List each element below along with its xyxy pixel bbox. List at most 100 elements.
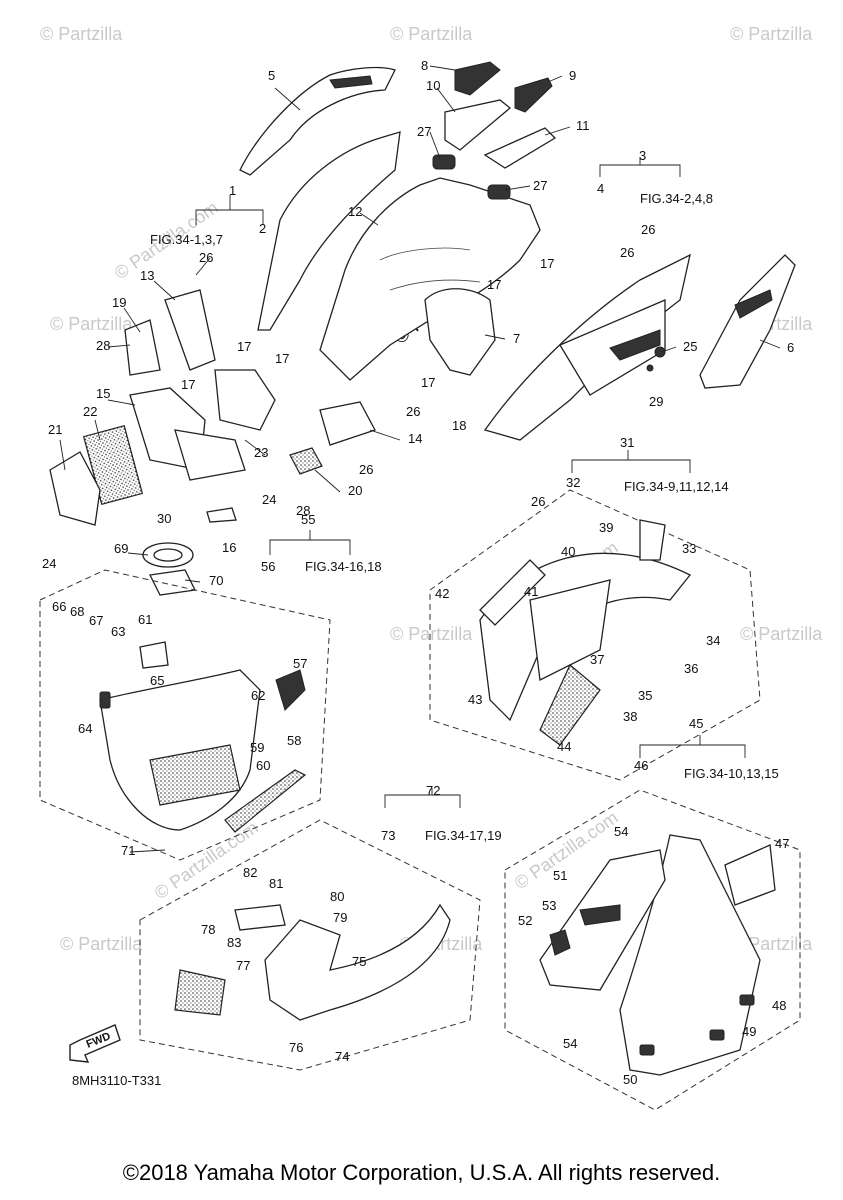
callout-50: 50 [623, 1072, 637, 1087]
callout-34: 34 [706, 633, 720, 648]
leader-lines [59, 65, 781, 853]
callout-71: 71 [121, 843, 135, 858]
callout-76: 76 [289, 1040, 303, 1055]
leader-line [544, 126, 571, 136]
callout-16: 16 [222, 540, 236, 555]
fig-ref: FIG.34-2,4,8 [640, 191, 713, 206]
callout-78: 78 [201, 922, 215, 937]
callout-31: 31 [620, 435, 634, 450]
callout-75: 75 [352, 954, 366, 969]
callout-65: 65 [150, 673, 164, 688]
callout-17: 17 [540, 256, 554, 271]
leader-line [504, 185, 531, 191]
fwd-arrow-icon: FWD [69, 1024, 121, 1063]
callout-numbers: 1234567891011121314151617181920212223242… [42, 58, 794, 1087]
watermark: © Partzilla [390, 624, 473, 644]
callout-17: 17 [237, 339, 251, 354]
upper-cowling-parts [49, 61, 796, 596]
callout-54: 54 [614, 824, 628, 839]
callout-68: 68 [70, 604, 84, 619]
callout-1: 1 [229, 183, 236, 198]
callout-24: 24 [42, 556, 56, 571]
figure-references: FIG.34-1,3,7 FIG.34-2,4,8 FIG.34-9,11,12… [150, 191, 779, 843]
callout-81: 81 [269, 876, 283, 891]
callout-66: 66 [52, 599, 66, 614]
callout-6: 6 [787, 340, 794, 355]
callout-45: 45 [689, 716, 703, 731]
leader-line [195, 257, 211, 276]
callout-28: 28 [96, 338, 110, 353]
leader-line [274, 87, 301, 111]
callout-41: 41 [524, 584, 538, 599]
leader-line [369, 429, 401, 441]
callout-26: 26 [641, 222, 655, 237]
callout-52: 52 [518, 913, 532, 928]
callout-15: 15 [96, 386, 110, 401]
callout-32: 32 [566, 475, 580, 490]
callout-59: 59 [250, 740, 264, 755]
callout-67: 67 [89, 613, 103, 628]
leader-line [359, 212, 379, 226]
callout-43: 43 [468, 692, 482, 707]
callout-9: 9 [569, 68, 576, 83]
callout-83: 83 [227, 935, 241, 950]
callout-33: 33 [682, 541, 696, 556]
callout-17: 17 [181, 377, 195, 392]
callout-55: 55 [301, 512, 315, 527]
callout-69: 69 [114, 541, 128, 556]
leader-line [153, 280, 176, 301]
callout-28: 28 [296, 503, 310, 518]
callout-5: 5 [268, 68, 275, 83]
watermark: © Partzilla [50, 314, 133, 334]
callout-25: 25 [683, 339, 697, 354]
diagram-code: 8MH3110-T331 [72, 1073, 162, 1088]
callout-30: 30 [157, 511, 171, 526]
callout-37: 37 [590, 652, 604, 667]
callout-38: 38 [623, 709, 637, 724]
callout-48: 48 [772, 998, 786, 1013]
callout-72: 72 [426, 783, 440, 798]
callout-73: 73 [381, 828, 395, 843]
fig-ref: FIG.34-1,3,7 [150, 232, 223, 247]
fig-ref: FIG.34-17,19 [425, 828, 502, 843]
callout-40: 40 [561, 544, 575, 559]
callout-39: 39 [599, 520, 613, 535]
callout-27: 27 [417, 124, 431, 139]
lower-cowling-parts [99, 519, 776, 1076]
leader-line [661, 346, 677, 353]
callout-17: 17 [487, 277, 501, 292]
watermark: © Partzilla [730, 24, 813, 44]
leader-line [94, 419, 101, 441]
callout-26: 26 [359, 462, 373, 477]
leader-line [184, 579, 201, 583]
callout-2: 2 [259, 221, 266, 236]
callout-46: 46 [634, 758, 648, 773]
assembly-boxes [39, 489, 801, 1111]
watermark: © Partzilla.com [151, 817, 262, 903]
callout-20: 20 [348, 483, 362, 498]
callout-18: 18 [452, 418, 466, 433]
leader-line [107, 344, 131, 348]
callout-58: 58 [287, 733, 301, 748]
leader-line [759, 339, 781, 349]
callout-70: 70 [209, 573, 223, 588]
callout-26: 26 [406, 404, 420, 419]
leader-line [244, 439, 266, 456]
callout-8: 8 [421, 58, 428, 73]
watermark: © Partzilla [390, 24, 473, 44]
callout-82: 82 [243, 865, 257, 880]
callout-11: 11 [576, 118, 590, 133]
callout-29: 29 [649, 394, 663, 409]
leader-line [436, 87, 456, 113]
callout-17: 17 [275, 351, 289, 366]
watermark: © Partzilla [40, 24, 123, 44]
callout-36: 36 [684, 661, 698, 676]
leader-line [127, 552, 149, 556]
watermark: © Partzilla [740, 624, 823, 644]
leader-line [429, 65, 456, 71]
callout-4: 4 [597, 181, 604, 196]
callout-60: 60 [256, 758, 270, 773]
leader-line [59, 439, 66, 471]
callout-26: 26 [199, 250, 213, 265]
callout-64: 64 [78, 721, 92, 736]
